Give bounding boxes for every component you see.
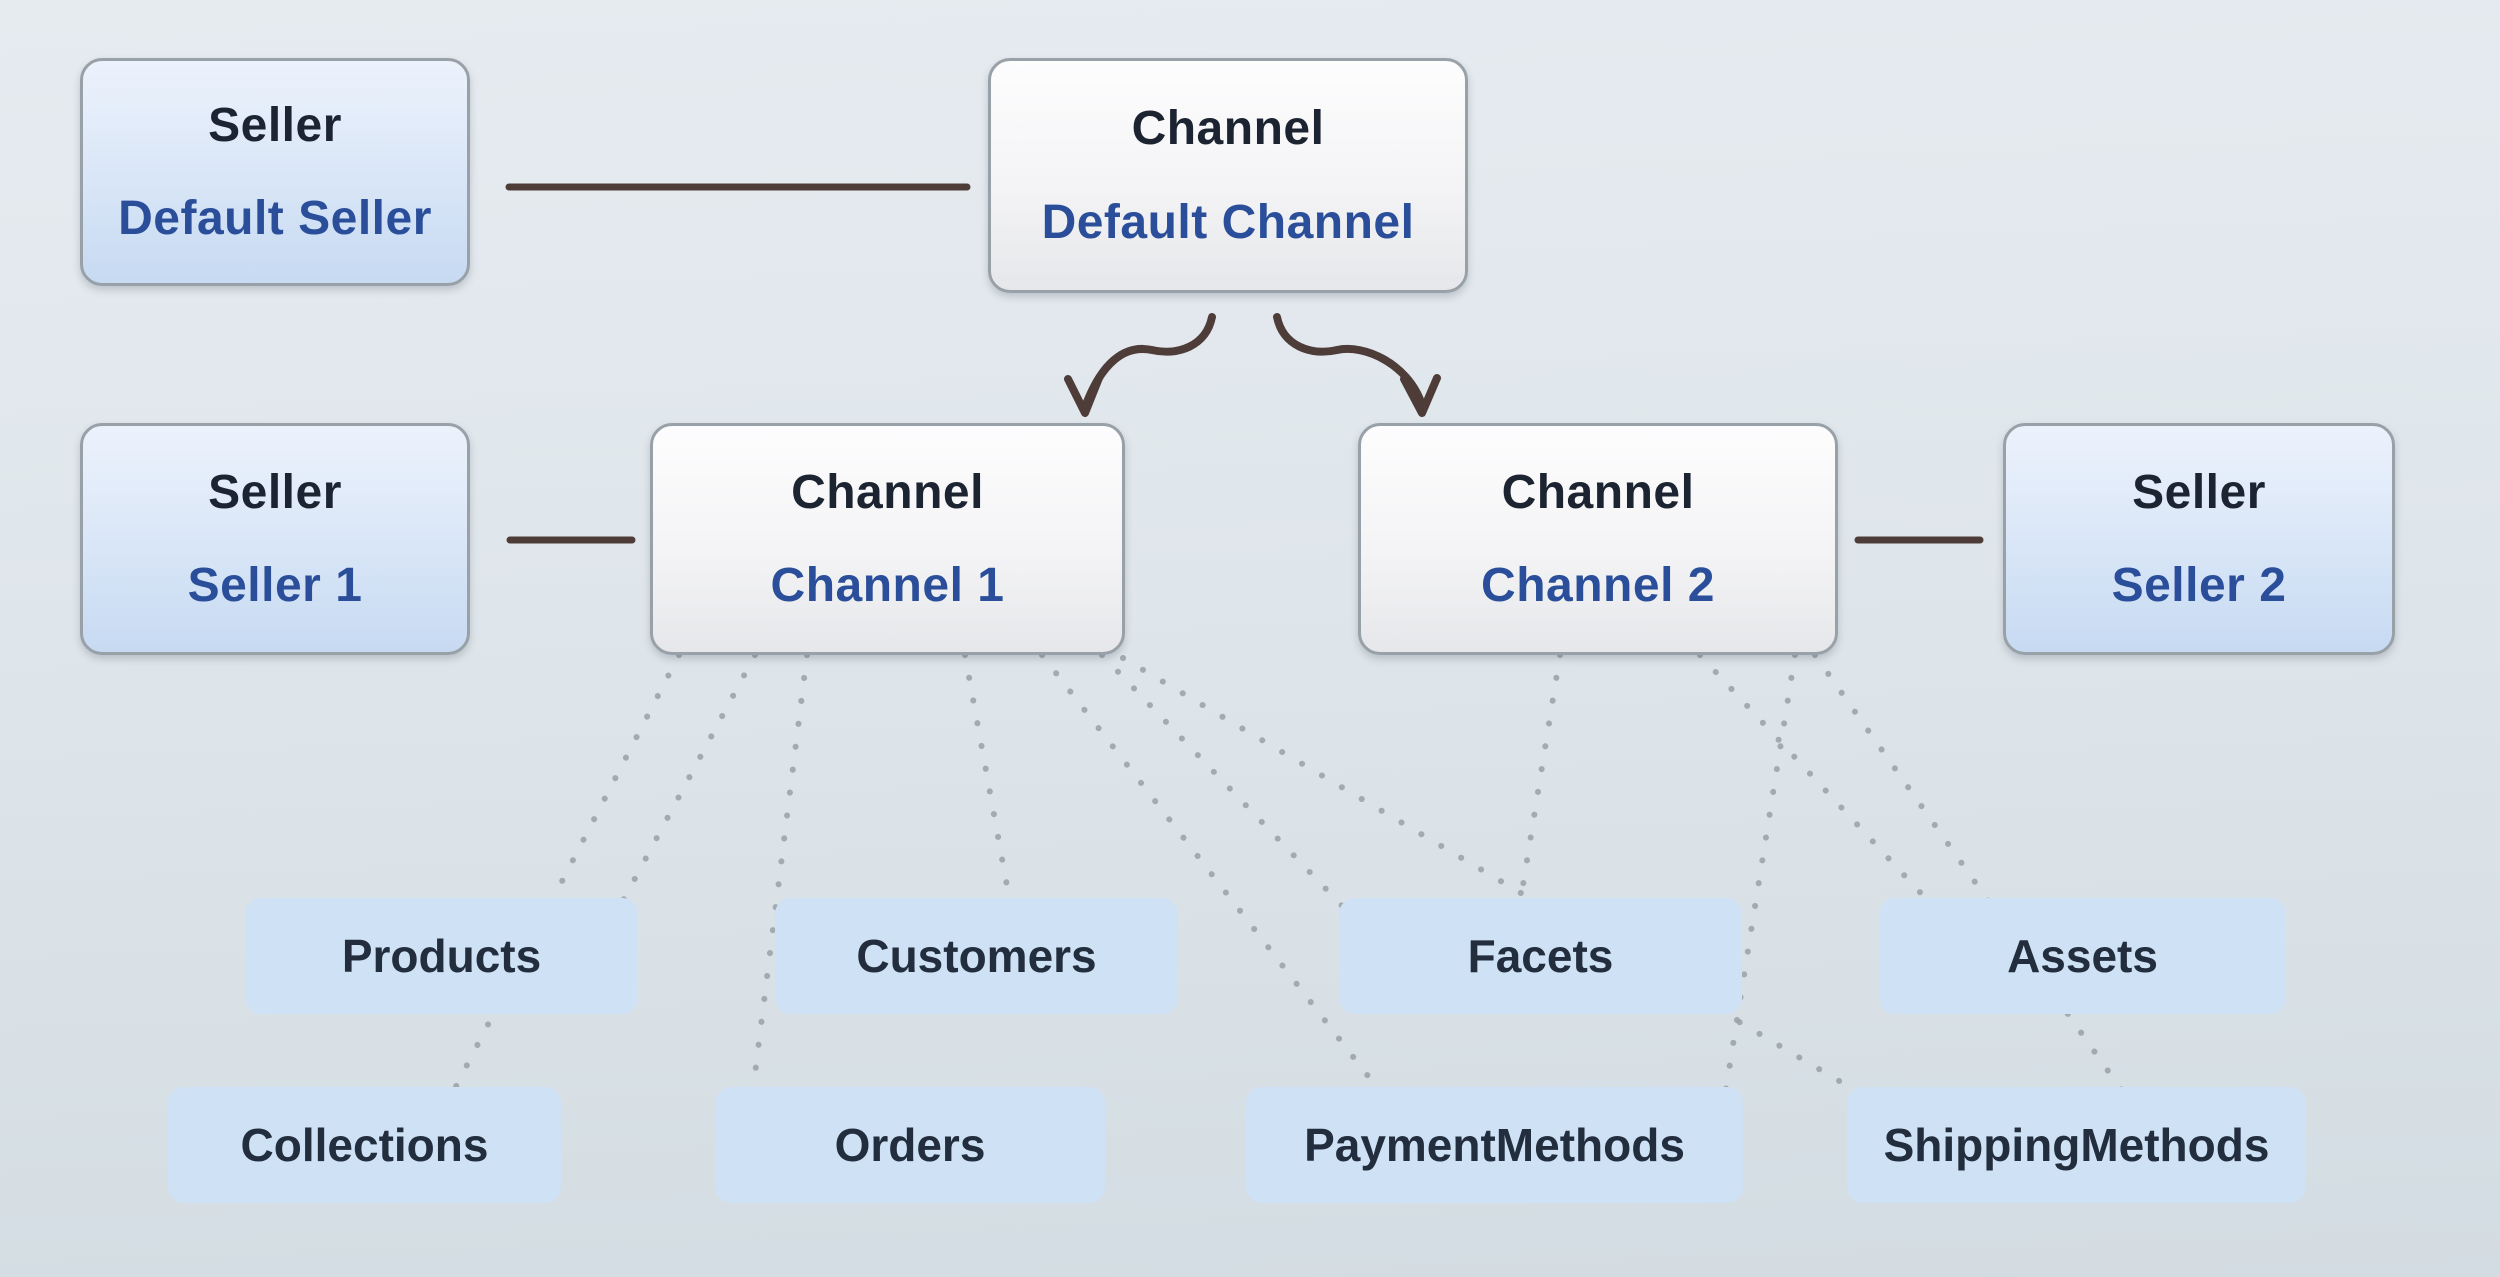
entity-facets: Facets [1339, 898, 1742, 1014]
entity-assets: Assets [1879, 898, 2286, 1014]
node-type-label: Seller [2132, 465, 2266, 519]
node-channel-1: Channel Channel 1 [650, 423, 1125, 655]
entity-customers: Customers [775, 898, 1178, 1014]
node-name-label: Default Channel [1041, 196, 1415, 250]
node-name-label: Seller 1 [187, 559, 363, 613]
entity-paymentmethods: PaymentMethods [1246, 1087, 1743, 1203]
arrowhead-channel1 [1064, 374, 1103, 417]
node-type-label: Channel [1131, 101, 1325, 155]
arrow-default-channel-to-channel1 [1083, 313, 1216, 406]
dotted-link-channel1-collections [447, 652, 682, 1101]
node-seller-2: Seller Seller 2 [2003, 423, 2395, 655]
dotted-link-channel1-shippingmethods [1120, 655, 1871, 1101]
node-default-channel: Channel Default Channel [988, 58, 1468, 293]
node-name-label: Default Seller [118, 191, 432, 245]
node-default-seller: Seller Default Seller [80, 58, 470, 286]
dotted-link-channel1-customers [962, 652, 1018, 933]
dotted-link-channel2-shippingmethods [1812, 652, 2128, 1098]
arrow-default-channel-to-channel2 [1273, 313, 1425, 406]
dotted-link-channel2-assets [1697, 652, 1958, 933]
entity-orders: Orders [715, 1087, 1105, 1203]
node-channel-2: Channel Channel 2 [1358, 423, 1838, 655]
arrowhead-channel2 [1400, 374, 1441, 417]
dotted-link-channel2-facets [1512, 652, 1563, 938]
node-type-label: Channel [1501, 465, 1695, 519]
dotted-link-channel1-products [607, 652, 758, 928]
entity-collections: Collections [168, 1087, 561, 1203]
dotted-link-channel2-paymentmethods [1722, 652, 1798, 1098]
node-name-label: Seller 2 [2111, 559, 2287, 613]
node-type-label: Channel [791, 465, 984, 519]
entity-products: Products [245, 898, 638, 1014]
node-name-label: Channel 2 [1481, 559, 1715, 613]
dotted-link-channel1-facets [1099, 652, 1373, 938]
dotted-link-channel1-orders [749, 652, 810, 1101]
dotted-link-channel1-paymentmethods [1039, 652, 1388, 1101]
node-name-label: Channel 1 [770, 559, 1005, 613]
node-seller-1: Seller Seller 1 [80, 423, 470, 655]
entity-shippingmethods: ShippingMethods [1847, 1087, 2306, 1203]
node-type-label: Seller [208, 99, 342, 153]
node-type-label: Seller [208, 465, 342, 519]
